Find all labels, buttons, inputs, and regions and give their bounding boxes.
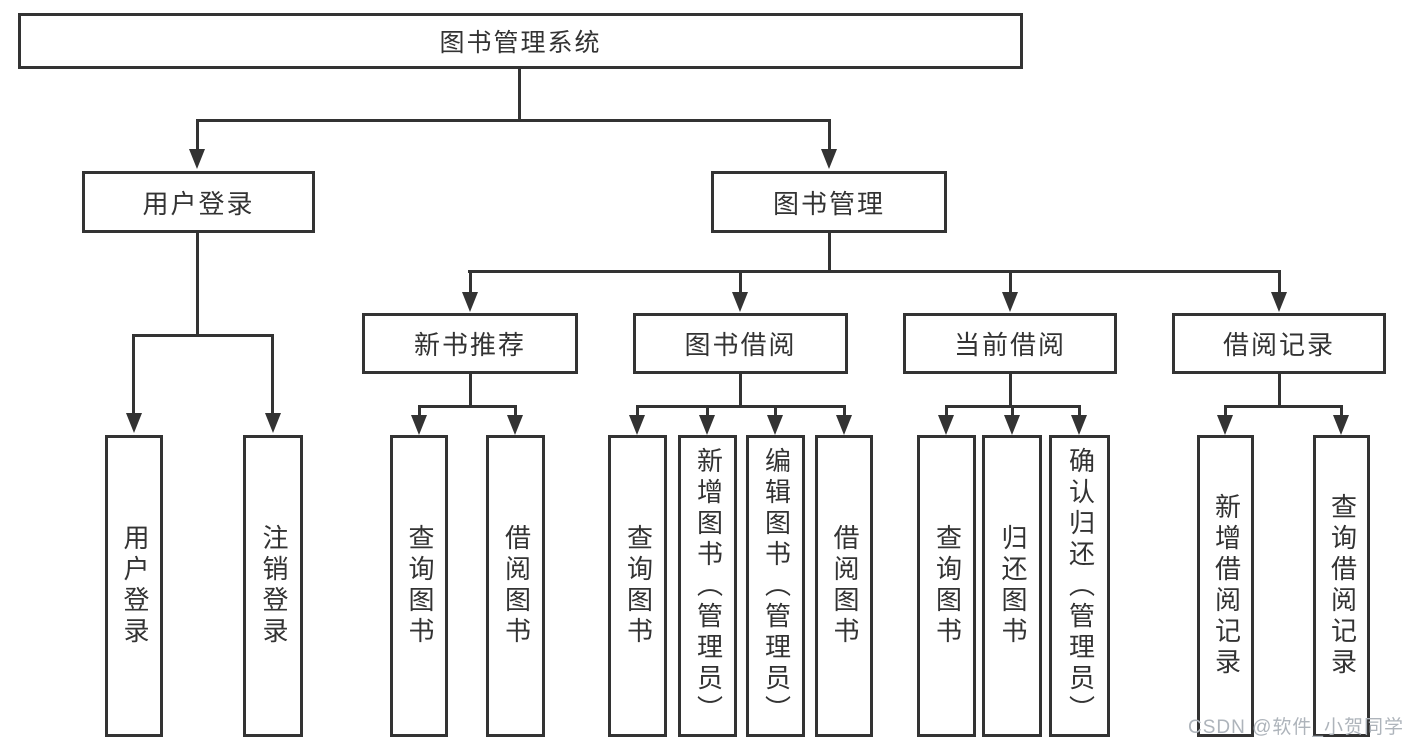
- arrowhead-current-confirm: [1071, 415, 1087, 435]
- leaf-user-login: 用户登录: [105, 435, 163, 737]
- connector-drop-user-login: [196, 119, 199, 151]
- arrowhead-record-add: [1217, 415, 1233, 435]
- leaf-borrow-add-admin: 新增图书（管理员）: [678, 435, 737, 737]
- node-new-book-recommend: 新书推荐: [362, 313, 578, 374]
- node-current-borrow-label: 当前借阅: [953, 330, 1066, 360]
- connector-level3-bus: [468, 270, 1281, 273]
- arrowhead-current-borrow: [1002, 292, 1018, 312]
- connector-drop-book-management: [828, 119, 831, 151]
- node-root-label: 图书管理系统: [439, 29, 602, 57]
- csdn-watermark: CSDN @软件_小贺同学: [1188, 717, 1404, 738]
- node-book-borrow-label: 图书借阅: [684, 330, 797, 360]
- leaf-current-query-label: 查询图书: [932, 524, 963, 648]
- connector-drop-leaf-logout: [271, 334, 274, 414]
- connector-new-book-stub: [469, 373, 472, 408]
- connector-user-login-bus: [132, 334, 274, 337]
- connector-drop-current-query: [945, 405, 948, 417]
- node-current-borrow: 当前借阅: [903, 313, 1117, 374]
- leaf-borrow-query: 查询图书: [608, 435, 667, 737]
- connector-drop-newbook-query: [418, 405, 421, 417]
- arrowhead-leaf-logout: [265, 413, 281, 433]
- connector-borrow-records-stub: [1278, 373, 1281, 408]
- leaf-newbook-borrow-label: 借阅图书: [501, 524, 532, 648]
- leaf-newbook-query-label: 查询图书: [404, 524, 435, 648]
- connector-drop-record-add: [1224, 405, 1227, 417]
- leaf-newbook-query: 查询图书: [390, 435, 448, 737]
- leaf-record-add-label: 新增借阅记录: [1211, 493, 1242, 679]
- connector-new-book-bus: [418, 405, 517, 408]
- node-book-management-label: 图书管理: [772, 188, 885, 219]
- leaf-record-query: 查询借阅记录: [1313, 435, 1370, 737]
- connector-drop-current-return: [1011, 405, 1014, 417]
- leaf-logout: 注销登录: [243, 435, 303, 737]
- connector-current-borrow-stub: [1009, 373, 1012, 408]
- node-user-login-label: 用户登录: [142, 188, 255, 219]
- connector-drop-borrow-borrow: [843, 405, 846, 417]
- leaf-borrow-add-admin-label: 新增图书（管理员）: [693, 446, 724, 726]
- arrowhead-current-query: [938, 415, 954, 435]
- arrowhead-user-login: [189, 149, 205, 169]
- leaf-record-add: 新增借阅记录: [1197, 435, 1254, 737]
- node-user-login: 用户登录: [82, 171, 315, 233]
- node-root: 图书管理系统: [18, 13, 1023, 69]
- connector-book-borrow-bus: [636, 405, 845, 408]
- connector-drop-new-book: [469, 270, 472, 294]
- arrowhead-borrow-edit: [767, 415, 783, 435]
- leaf-record-query-label: 查询借阅记录: [1327, 493, 1358, 679]
- arrowhead-record-query: [1333, 415, 1349, 435]
- leaf-current-return: 归还图书: [982, 435, 1042, 737]
- arrowhead-borrow-add: [699, 415, 715, 435]
- leaf-logout-label: 注销登录: [258, 524, 289, 648]
- connector-drop-record-query: [1340, 405, 1343, 417]
- arrowhead-new-book: [462, 292, 478, 312]
- connector-drop-book-borrow: [739, 270, 742, 294]
- leaf-user-login-label: 用户登录: [119, 524, 150, 648]
- connector-drop-borrow-records: [1278, 270, 1281, 294]
- connector-drop-leaf-user-login: [132, 334, 135, 414]
- connector-drop-borrow-add: [706, 405, 709, 417]
- arrowhead-current-return: [1004, 415, 1020, 435]
- connector-borrow-records-bus: [1224, 405, 1342, 408]
- leaf-borrow-borrow-label: 借阅图书: [829, 524, 860, 648]
- leaf-current-return-label: 归还图书: [997, 524, 1028, 648]
- connector-book-management-stub: [828, 233, 831, 273]
- connector-user-login-stub: [196, 233, 199, 337]
- leaf-borrow-query-label: 查询图书: [623, 524, 654, 648]
- connector-drop-borrow-edit: [774, 405, 777, 417]
- connector-book-borrow-stub: [739, 373, 742, 408]
- connector-drop-current-borrow: [1009, 270, 1012, 294]
- connector-drop-current-confirm: [1078, 405, 1081, 417]
- arrowhead-book-management: [821, 149, 837, 169]
- node-book-borrow: 图书借阅: [633, 313, 848, 374]
- node-new-book-recommend-label: 新书推荐: [413, 330, 526, 360]
- arrowhead-borrow-records: [1271, 292, 1287, 312]
- node-borrow-records-label: 借阅记录: [1222, 330, 1335, 360]
- connector-drop-newbook-borrow: [514, 405, 517, 417]
- connector-drop-borrow-query: [636, 405, 639, 417]
- connector-level1-bus: [196, 119, 831, 122]
- leaf-current-confirm-admin: 确认归还（管理员）: [1049, 435, 1110, 737]
- node-borrow-records: 借阅记录: [1172, 313, 1386, 374]
- arrowhead-borrow-query: [629, 415, 645, 435]
- leaf-current-query: 查询图书: [917, 435, 976, 737]
- arrowhead-leaf-user-login: [126, 413, 142, 433]
- leaf-borrow-edit-admin: 编辑图书（管理员）: [746, 435, 805, 737]
- arrowhead-borrow-borrow: [836, 415, 852, 435]
- node-book-management: 图书管理: [711, 171, 947, 233]
- leaf-current-confirm-admin-label: 确认归还（管理员）: [1065, 446, 1096, 726]
- leaf-borrow-edit-admin-label: 编辑图书（管理员）: [761, 446, 792, 726]
- arrowhead-newbook-borrow: [507, 415, 523, 435]
- arrowhead-book-borrow: [732, 292, 748, 312]
- leaf-borrow-borrow: 借阅图书: [815, 435, 873, 737]
- leaf-newbook-borrow: 借阅图书: [486, 435, 545, 737]
- connector-root-stub: [518, 69, 521, 120]
- arrowhead-newbook-query: [411, 415, 427, 435]
